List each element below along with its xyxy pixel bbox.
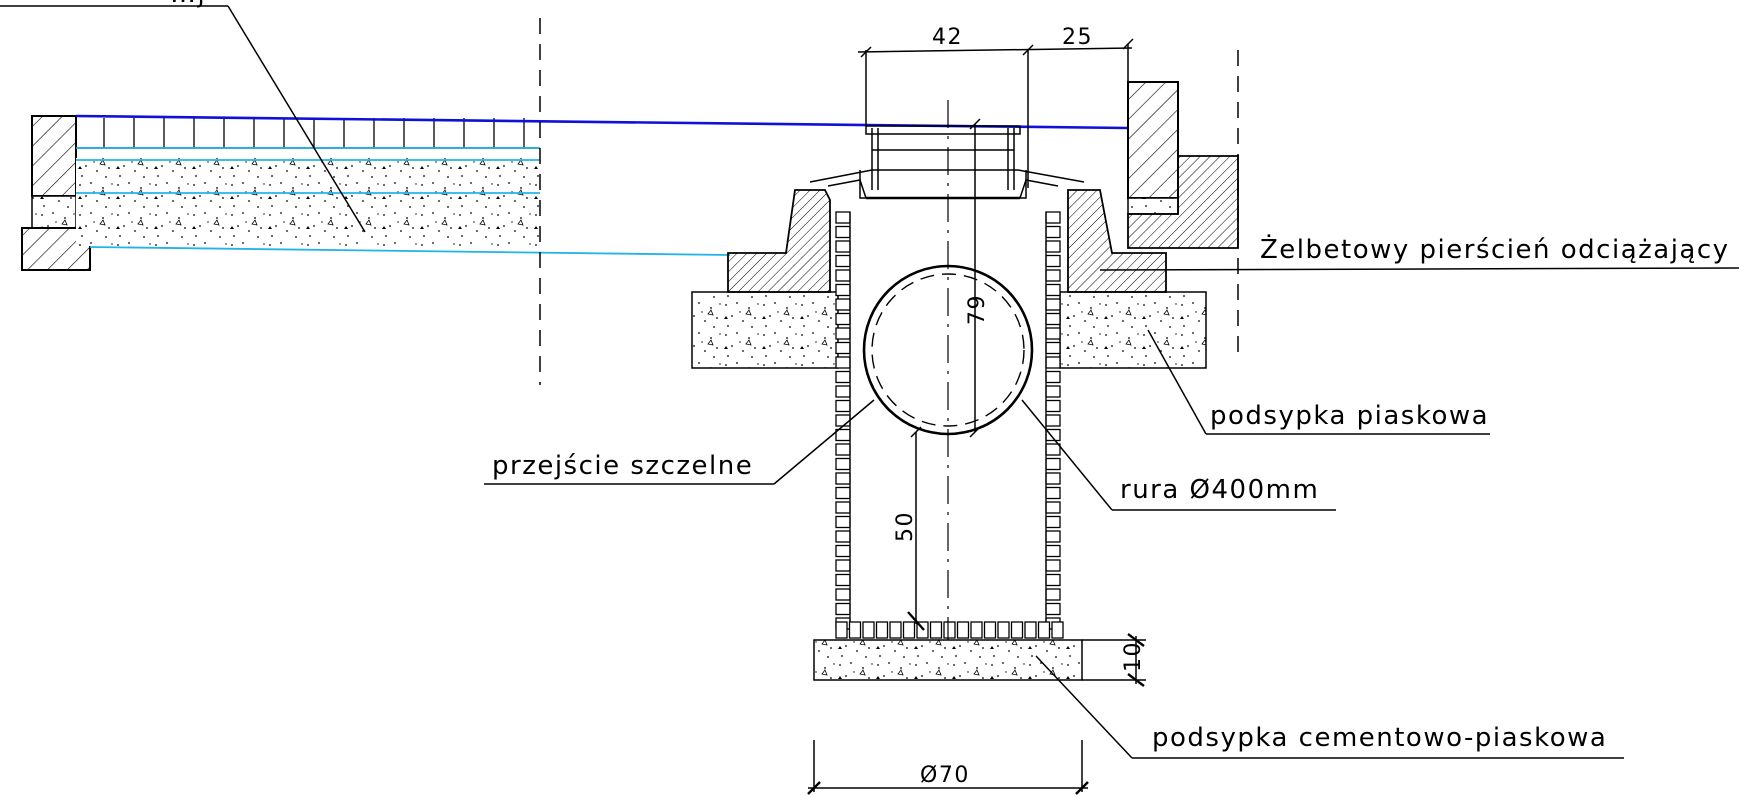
right-curb [1127,50,1239,360]
label-pipe: rura Ø400mm [1120,475,1319,505]
chamber-bottom [835,621,1064,639]
dim-vertical-height: 79 [965,294,990,325]
pipe-seal [871,273,1025,427]
base-layer [76,158,540,246]
base-bedding [813,639,1083,681]
dim-top-width: 42 [932,25,963,50]
chamber-wall-right [1045,211,1061,630]
label-seal-passage: przejście szczelne [492,451,753,481]
layer-line-4 [89,246,731,256]
drain-well [691,100,1207,681]
top-cut-label: …j [170,0,206,9]
curb-right-bedding [1127,197,1179,215]
sand-bedding-right [1059,291,1207,369]
label-sand-bedding: podsypka piaskowa [1210,401,1489,431]
dim-base-thickness: 10 [1121,641,1146,672]
curb-right [1127,81,1179,199]
chamber-wall-left [835,211,851,630]
leader-top [227,5,366,233]
dimensions: 42 25 79 50 10 Ø70 [807,25,1146,795]
relief-ring-left [727,189,831,293]
sand-bedding-left [691,291,839,369]
grate-frame [809,125,1085,200]
label-cement-sand-bedding: podsypka cementowo-piaskowa [1152,723,1607,753]
curb-upper [31,115,77,197]
relief-ring-right [1067,189,1167,293]
curb-bedding [31,195,77,229]
dim-base-diameter: Ø70 [920,763,970,788]
label-relief-ring: Żelbetowy pierścień odciążający [1260,233,1730,265]
annotations: Żelbetowy pierścień odciążający podsypka… [484,233,1739,759]
dim-top-offset: 25 [1062,25,1093,50]
road-section: …j [0,0,1129,385]
paving-joints [103,118,525,148]
dim-lower-height: 50 [893,511,918,542]
